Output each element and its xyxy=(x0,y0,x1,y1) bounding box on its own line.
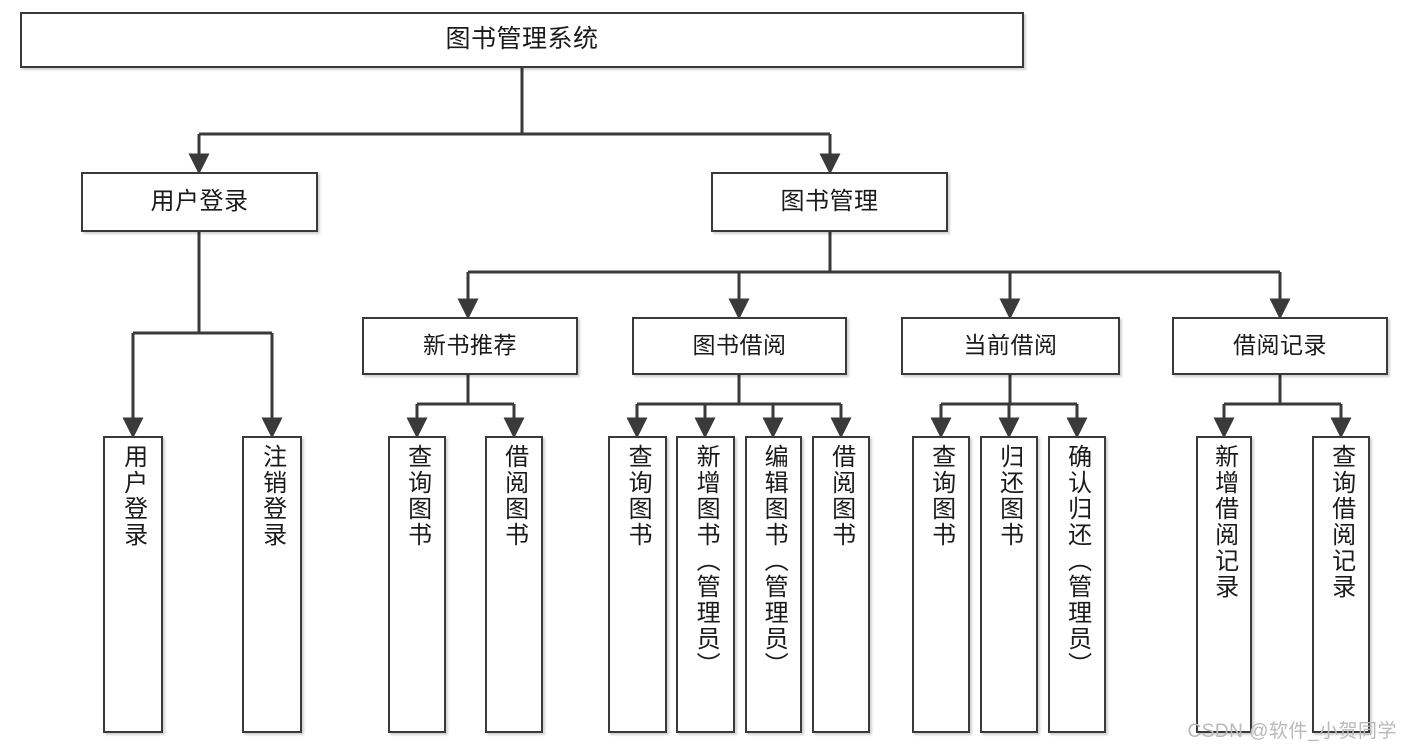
leaf-node[interactable]: 查询图书 xyxy=(388,436,446,733)
leaf-node-label: 用户登录 xyxy=(119,444,147,548)
leaf-node-label: 注销登录 xyxy=(258,444,286,548)
leaf-node-label: 新增图书（管理员） xyxy=(692,444,720,678)
node-root-label: 图书管理系统 xyxy=(445,25,599,54)
leaf-node-label: 新增借阅记录 xyxy=(1210,444,1238,600)
node-borrow-records[interactable]: 借阅记录 xyxy=(1172,317,1388,375)
node-book-management-label: 图书管理 xyxy=(780,187,879,215)
node-user-login[interactable]: 用户登录 xyxy=(81,172,318,232)
node-root[interactable]: 图书管理系统 xyxy=(20,12,1024,68)
leaf-node[interactable]: 借阅图书 xyxy=(485,436,543,733)
node-current-borrow-label: 当前借阅 xyxy=(963,332,1058,359)
leaf-node[interactable]: 查询借阅记录 xyxy=(1312,436,1370,733)
node-book-management[interactable]: 图书管理 xyxy=(711,172,948,232)
leaf-node-label: 归还图书 xyxy=(995,444,1023,548)
node-book-borrow[interactable]: 图书借阅 xyxy=(632,317,847,375)
leaf-node[interactable]: 新增借阅记录 xyxy=(1196,436,1252,733)
leaf-node[interactable]: 注销登录 xyxy=(242,436,302,733)
leaf-node-label: 查询图书 xyxy=(403,444,431,548)
node-book-borrow-label: 图书借阅 xyxy=(692,332,787,359)
leaf-node-label: 借阅图书 xyxy=(827,444,855,548)
leaf-node[interactable]: 确认归还（管理员） xyxy=(1048,436,1106,733)
leaf-node[interactable]: 借阅图书 xyxy=(812,436,870,733)
leaf-node-label: 查询借阅记录 xyxy=(1327,444,1355,600)
leaf-node-label: 查询图书 xyxy=(624,444,652,548)
leaf-node-label: 查询图书 xyxy=(927,444,955,548)
leaf-node[interactable]: 新增图书（管理员） xyxy=(676,436,735,733)
node-new-book-recommend-label: 新书推荐 xyxy=(423,332,517,359)
leaf-node[interactable]: 用户登录 xyxy=(103,436,163,733)
leaf-node[interactable]: 编辑图书（管理员） xyxy=(745,436,802,733)
leaf-node[interactable]: 查询图书 xyxy=(608,436,667,733)
leaf-node[interactable]: 归还图书 xyxy=(980,436,1038,733)
leaf-node[interactable]: 查询图书 xyxy=(912,436,970,733)
watermark: CSDN @软件_小贺同学 xyxy=(1187,721,1397,742)
node-new-book-recommend[interactable]: 新书推荐 xyxy=(362,317,578,375)
leaf-node-label: 编辑图书（管理员） xyxy=(760,444,788,678)
node-borrow-records-label: 借阅记录 xyxy=(1233,332,1327,359)
leaf-node-label: 确认归还（管理员） xyxy=(1063,444,1091,678)
node-current-borrow[interactable]: 当前借阅 xyxy=(901,317,1120,375)
node-user-login-label: 用户登录 xyxy=(150,187,249,215)
leaf-node-label: 借阅图书 xyxy=(500,444,528,548)
